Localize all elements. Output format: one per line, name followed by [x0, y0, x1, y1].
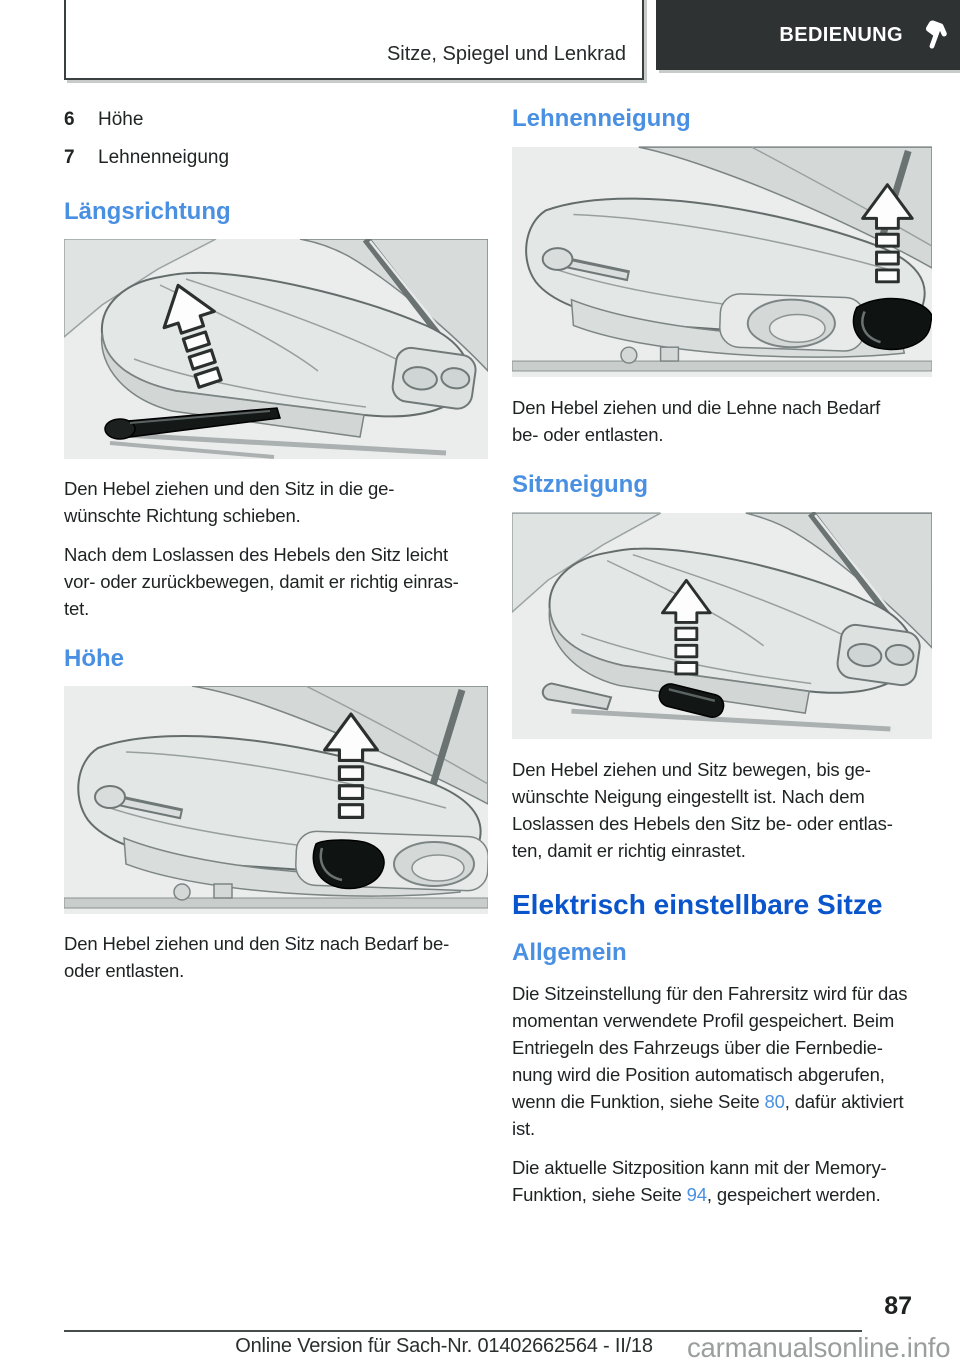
legend-item-6: 6 Höhe [64, 106, 488, 133]
heading-allgemein: Allgemein [512, 939, 627, 966]
left-column: 6 Höhe 7 Lehnenneigung Längsrichtung [64, 106, 488, 996]
footer-version-text: Online Version für Sach-Nr. 01402662564 … [235, 1335, 653, 1357]
adjust-lever [104, 407, 281, 440]
seat-tilt-adjust-illustration [512, 512, 932, 739]
chapter-header-box: Sitze, Spiegel und Lenkrad [64, 0, 644, 80]
paragraph: Den Hebel ziehen und den Sitz nach Bedar… [64, 933, 450, 981]
figure-sitzneigung [512, 512, 932, 740]
hand-icon [925, 20, 947, 49]
watermark-text: carmanualsonline.info [687, 1332, 951, 1363]
adjust-lever [658, 683, 725, 718]
paragraph: Den Hebel ziehen und Sitz bewegen, bis g… [512, 759, 893, 861]
paragraph-text: Die aktuelle Sitzposition kann mit der M… [512, 1157, 887, 1205]
section-tab-label: BEDIENUNG [779, 23, 903, 46]
paragraph: Die Sitzeinstellung für den Fahrersitz w… [512, 980, 932, 1142]
heading-elektrisch-einstellbare-sitze: Elektrisch einstellbare Sitze [512, 889, 883, 920]
footer-rule [64, 1330, 862, 1332]
seat-switch-panel [391, 346, 477, 410]
legend-label: Höhe [98, 109, 144, 130]
paragraph: Nach dem Loslassen des Hebels den Sitz l… [64, 544, 459, 619]
legend-number: 7 [64, 147, 75, 168]
figure-laengsrichtung [64, 239, 488, 459]
paragraph: Die aktuelle Sitzposition kann mit der M… [512, 1154, 932, 1208]
page-link-80[interactable]: 80 [764, 1091, 785, 1112]
chapter-title: Sitze, Spiegel und Lenkrad [386, 43, 626, 65]
paragraph: Den Hebel ziehen und die Lehne nach Beda… [512, 397, 881, 445]
heading-laengsrichtung: Längsrichtung [64, 198, 231, 225]
legend-number: 6 [64, 109, 75, 130]
seat-longitudinal-adjust-illustration [64, 239, 488, 459]
seat-height-adjust-illustration [64, 686, 488, 914]
page-number: 87 [884, 1292, 912, 1320]
figure-hoehe [64, 686, 488, 914]
legend-item-7: 7 Lehnenneigung [64, 144, 488, 171]
heading-sitzneigung: Sitzneigung [512, 471, 648, 498]
backrest-tilt-adjust-illustration [512, 146, 932, 377]
seat-switch-panel [836, 623, 921, 687]
paragraph-text: Die Sitzeinstellung für den Fahrersitz w… [512, 983, 908, 1112]
right-column: Lehnenneigung [512, 104, 932, 1220]
legend-label: Lehnenneigung [98, 147, 230, 168]
heading-hoehe: Höhe [64, 645, 124, 672]
section-tab-bedienung: BEDIENUNG [656, 0, 960, 70]
paragraph-text: , dafür aktiviert ist. [512, 1091, 904, 1139]
adjust-lever [312, 839, 385, 890]
paragraph: Den Hebel ziehen und den Sitz in die ge-… [64, 478, 395, 526]
paragraph-text: , gespeichert werden. [706, 1184, 881, 1205]
heading-lehnenneigung: Lehnenneigung [512, 105, 691, 132]
figure-lehnenneigung [512, 146, 932, 378]
page-link-94[interactable]: 94 [686, 1184, 707, 1205]
adjust-lever [852, 297, 932, 351]
